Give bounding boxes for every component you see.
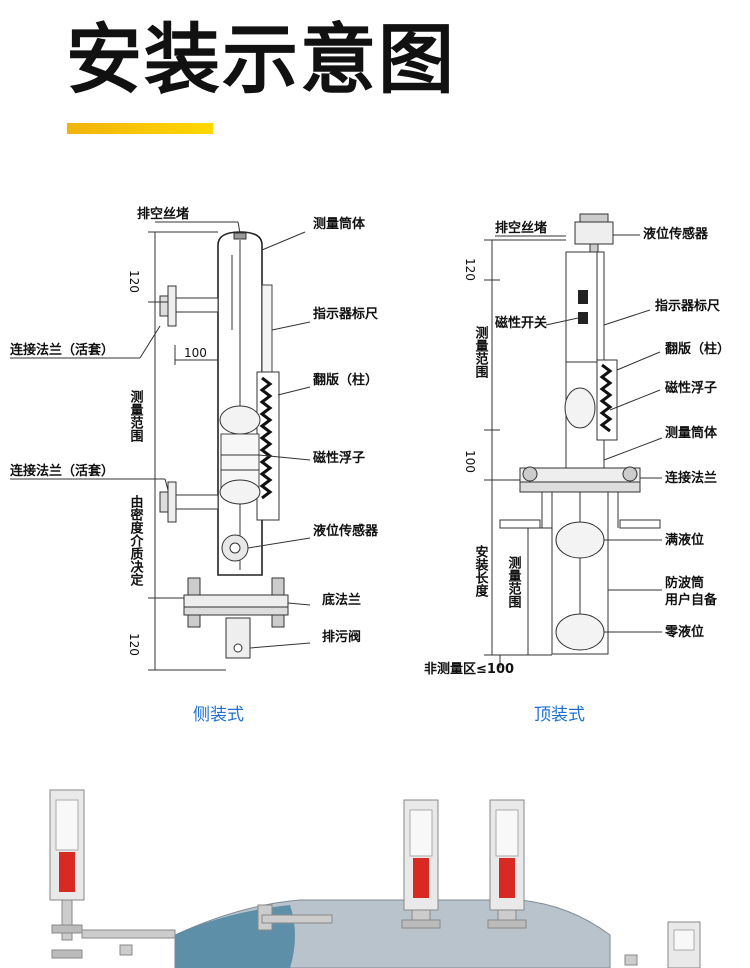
side-dim-pipe: 100 [184, 346, 207, 360]
side-main-tube [217, 231, 263, 576]
side-label-indicator-scale: 指示器标尺 [313, 306, 378, 322]
side-label-bottom-flange: 底法兰 [322, 592, 361, 608]
top-label-level-sensor: 液位传感器 [643, 226, 709, 242]
page-title: 安装示意图 [66, 15, 456, 104]
top-label-flange: 连接法兰 [665, 470, 717, 486]
top-label-wave-tube: 防波筒 [665, 575, 704, 591]
side-label-measure-tube: 测量筒体 [313, 216, 366, 232]
top-label-full-level: 满液位 [665, 532, 704, 548]
gauge-top-1-indicator [413, 858, 429, 898]
top-dim-range: 测量范围 [473, 325, 489, 379]
top-label-flip-column: 翻版（柱） [665, 341, 730, 357]
title-accent-bar [67, 123, 213, 134]
tank-liquid [175, 905, 295, 968]
top-mount-diagram: 排空丝堵 液位传感器 指示器标尺 磁性开关 翻版（柱） 磁性浮子 测量筒体 连接… [424, 213, 730, 725]
side-upper-flange [167, 285, 177, 327]
top-label-non-measure: 非测量区≤100 [424, 661, 514, 677]
top-zero-level-float [555, 613, 605, 651]
top-label-magnetic-float: 磁性浮子 [665, 380, 717, 396]
top-flip-column [596, 359, 618, 441]
top-label-indicator-scale: 指示器标尺 [655, 298, 720, 314]
side-label-flange-top: 连接法兰（活套） [10, 342, 114, 358]
side-label-flip-column: 翻版（柱） [313, 372, 378, 388]
top-flange [519, 467, 641, 483]
top-magnetic-float [564, 387, 596, 429]
top-magnetic-switch [578, 290, 588, 304]
side-lower-flange [167, 481, 177, 523]
top-label-user-supplied: 用户自备 [664, 592, 718, 608]
side-label-drain-valve: 排污阀 [322, 629, 361, 645]
side-bottom-flange [183, 594, 289, 608]
gauge-left-indicator [59, 852, 75, 892]
side-drain-valve [225, 617, 251, 659]
top-level-sensor [574, 221, 614, 245]
top-label-vent-plug: 排空丝堵 [495, 220, 547, 236]
top-label-measure-tube: 测量筒体 [665, 425, 718, 441]
top-label-magnetic-switch: 磁性开关 [495, 315, 547, 331]
side-dim-bottom: 120 [127, 633, 141, 656]
side-label-magnetic-float: 磁性浮子 [313, 450, 365, 466]
side-label-vent-plug: 排空丝堵 [137, 206, 189, 222]
side-vent-plug [233, 232, 247, 240]
side-dim-range: 测量范围 [128, 389, 144, 443]
side-magnetic-float [219, 405, 261, 435]
top-label-zero-level: 零液位 [664, 624, 704, 640]
side-dim-top: 120 [127, 270, 141, 293]
side-caption: 侧装式 [193, 705, 244, 725]
side-label-level-sensor: 液位传感器 [313, 523, 379, 539]
tank-illustration [49, 789, 701, 968]
top-dim-mid: 100 [463, 450, 477, 473]
gauge-top-2-indicator [499, 858, 515, 898]
top-dim-install-length: 安装长度 [473, 544, 490, 598]
top-caption: 顶装式 [534, 705, 585, 725]
top-indicator-tube [565, 251, 605, 363]
side-mount-diagram: 排空丝堵 测量筒体 指示器标尺 连接法兰（活套） 翻版（柱） 磁性浮子 连接法兰… [10, 206, 379, 725]
side-dim-medium: 由密度介质决定 [128, 494, 145, 587]
top-dim-top: 120 [463, 258, 477, 281]
side-label-flange-bottom: 连接法兰（活套） [10, 463, 114, 479]
top-full-level-float [555, 521, 605, 559]
top-dim-range2: 测量范围 [506, 555, 522, 609]
